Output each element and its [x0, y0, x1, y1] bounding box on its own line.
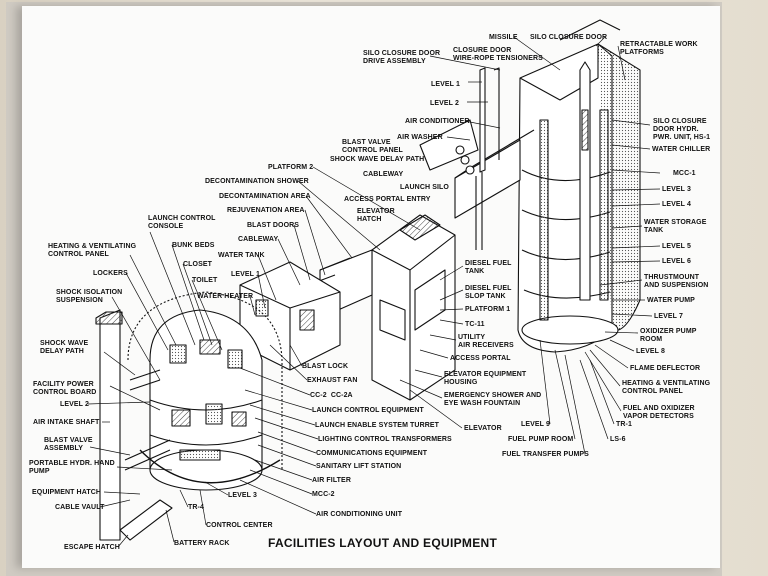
label-water-pump: WATER PUMP	[647, 297, 695, 304]
label-equipment-hatch: EQUIPMENT HATCH	[32, 489, 102, 496]
label-cableway-mid: CABLEWAY	[238, 236, 279, 243]
label-silo-closure-door-hydr-pwr-unit: SILO CLOSURE DOOR HYDR. PWR. UNIT, HS-1	[653, 118, 711, 141]
label-exhaust-fan: EXHAUST FAN	[307, 377, 358, 384]
label-communications-equipment: COMMUNICATIONS EQUIPMENT	[316, 450, 428, 457]
label-water-chiller: WATER CHILLER	[652, 146, 711, 153]
label-escape-hatch: ESCAPE HATCH	[64, 544, 120, 551]
label-decontamination-shower: DECONTAMINATION SHOWER	[205, 178, 309, 185]
label-water-tank: WATER TANK	[218, 252, 265, 259]
label-blast-lock: BLAST LOCK	[302, 363, 349, 370]
label-shock-wave-delay-path-top: SHOCK WAVE DELAY PATH	[330, 156, 425, 163]
label-level-1-top: LEVEL 1	[431, 81, 460, 88]
label-fuel-pump-room: FUEL PUMP ROOM	[508, 436, 574, 443]
label-ls-6: LS-6	[610, 436, 626, 443]
label-cc-2-cc-2a: CC-2 CC-2A	[310, 392, 353, 399]
label-air-conditioning-unit: AIR CONDITIONING UNIT	[316, 511, 403, 518]
label-missile: MISSILE	[489, 34, 518, 41]
label-level-6-right: LEVEL 6	[662, 258, 691, 265]
label-silo-closure-door: SILO CLOSURE DOOR	[530, 34, 608, 41]
label-heating-ventilating-control-panel-left: HEATING & VENTILATING CONTROL PANEL	[48, 243, 137, 258]
label-tc-11: TC-11	[465, 321, 485, 328]
label-level-3-bottom: LEVEL 3	[228, 492, 257, 499]
label-platform-2: PLATFORM 2	[268, 164, 314, 171]
label-emergency-shower-and-eye-wash-fountain: EMERGENCY SHOWER AND EYE WASH FOUNTAIN	[444, 392, 542, 407]
label-shock-isolation-suspension: SHOCK ISOLATION SUSPENSION	[56, 289, 123, 304]
label-air-washer: AIR WASHER	[397, 134, 443, 141]
label-water-heater: WATER HEATER	[197, 293, 254, 300]
label-platform-1: PLATFORM 1	[465, 306, 511, 313]
label-blast-valve-assembly: BLAST VALVE ASSEMBLY	[44, 437, 93, 452]
label-rejuvenation-area: REJUVENATION AREA	[227, 207, 305, 214]
label-tr-1: TR-1	[616, 421, 632, 428]
label-cableway-top: CABLEWAY	[363, 171, 404, 178]
label-level-7-right: LEVEL 7	[654, 313, 683, 320]
label-lighting-control-transformers: LIGHTING CONTROL TRANSFORMERS	[318, 436, 452, 443]
label-control-center: CONTROL CENTER	[206, 522, 273, 529]
label-blast-doors: BLAST DOORS	[247, 222, 300, 229]
label-level-9: LEVEL 9	[521, 421, 550, 428]
label-retractable-work-platforms: RETRACTABLE WORK PLATFORMS	[620, 41, 698, 56]
label-access-portal-entry: ACCESS PORTAL ENTRY	[344, 196, 431, 203]
label-diesel-fuel-slop-tank: DIESEL FUEL SLOP TANK	[465, 285, 512, 300]
label-silo-closure-door-drive-assembly: SILO CLOSURE DOOR DRIVE ASSEMBLY	[363, 50, 441, 65]
label-lockers: LOCKERS	[93, 270, 128, 277]
label-level-4-right: LEVEL 4	[662, 201, 691, 208]
label-oxidizer-pump-room: OXIDIZER PUMP ROOM	[640, 328, 697, 343]
label-fuel-transfer-pumps: FUEL TRANSFER PUMPS	[502, 451, 589, 458]
label-portable-hydr-hand-pump: PORTABLE HYDR. HAND PUMP	[29, 460, 115, 475]
launch-silo-structure	[517, 19, 641, 353]
label-launch-enable-system-turret: LAUNCH ENABLE SYSTEM TURRET	[315, 422, 440, 429]
label-flame-deflector: FLAME DEFLECTOR	[630, 365, 701, 372]
cableway-tunnel	[419, 67, 535, 250]
label-closet: CLOSET	[183, 261, 212, 268]
label-closure-door-wire-rope-tensioners: CLOSURE DOOR WIRE-ROPE TENSIONERS	[453, 47, 543, 62]
label-level-2-left: LEVEL 2	[60, 401, 89, 408]
label-level-1-mid: LEVEL 1	[231, 271, 260, 278]
label-thrustmount-and-suspension: THRUSTMOUNT AND SUSPENSION	[644, 274, 709, 289]
label-level-5-right: LEVEL 5	[662, 243, 691, 250]
label-launch-control-console: LAUNCH CONTROL CONSOLE	[148, 215, 216, 230]
label-water-storage-tank: WATER STORAGE TANK	[644, 219, 707, 234]
label-access-portal: ACCESS PORTAL	[450, 355, 511, 362]
label-blast-valve-control-panel: BLAST VALVE CONTROL PANEL	[342, 139, 403, 154]
access-portal-structure	[371, 214, 456, 401]
label-air-intake-shaft: AIR INTAKE SHAFT	[33, 419, 100, 426]
label-level-2-top: LEVEL 2	[430, 100, 459, 107]
label-bunk-beds: BUNK BEDS	[172, 242, 215, 249]
label-elevator-hatch: ELEVATOR HATCH	[357, 208, 395, 223]
label-battery-rack: BATTERY RACK	[174, 540, 230, 547]
label-elevator-equipment-housing: ELEVATOR EQUIPMENT HOUSING	[444, 371, 527, 386]
diagram-title: FACILITIES LAYOUT AND EQUIPMENT	[268, 536, 498, 550]
label-elevator: ELEVATOR	[464, 425, 502, 432]
label-air-conditioner: AIR CONDITIONER	[405, 118, 470, 125]
label-heating-ventilating-control-panel-right: HEATING & VENTILATING CONTROL PANEL	[622, 380, 711, 395]
label-diesel-fuel-tank: DIESEL FUEL TANK	[465, 260, 512, 275]
label-mcc-2: MCC-2	[312, 491, 335, 498]
label-decontamination-area: DECONTAMINATION AREA	[219, 193, 311, 200]
label-facility-power-control-board: FACILITY POWER CONTROL BOARD	[33, 381, 97, 396]
label-level-8-right: LEVEL 8	[636, 348, 665, 355]
label-launch-silo: LAUNCH SILO	[400, 184, 449, 191]
label-air-filter: AIR FILTER	[312, 477, 351, 484]
label-fuel-and-oxidizer-vapor-detectors: FUEL AND OXIDIZER VAPOR DETECTORS	[623, 405, 695, 420]
label-sanitary-lift-station: SANITARY LIFT STATION	[316, 463, 402, 470]
label-launch-control-equipment: LAUNCH CONTROL EQUIPMENT	[312, 407, 424, 414]
label-cable-vault: CABLE VAULT	[55, 504, 105, 511]
label-tr-4: TR-4	[188, 504, 204, 511]
label-shock-wave-delay-path-left: SHOCK WAVE DELAY PATH	[40, 340, 89, 355]
label-utility-air-receivers: UTILITY AIR RECEIVERS	[458, 334, 514, 349]
label-mcc-1: MCC-1	[673, 170, 696, 177]
label-toilet: TOILET	[192, 277, 218, 284]
label-level-3-right: LEVEL 3	[662, 186, 691, 193]
